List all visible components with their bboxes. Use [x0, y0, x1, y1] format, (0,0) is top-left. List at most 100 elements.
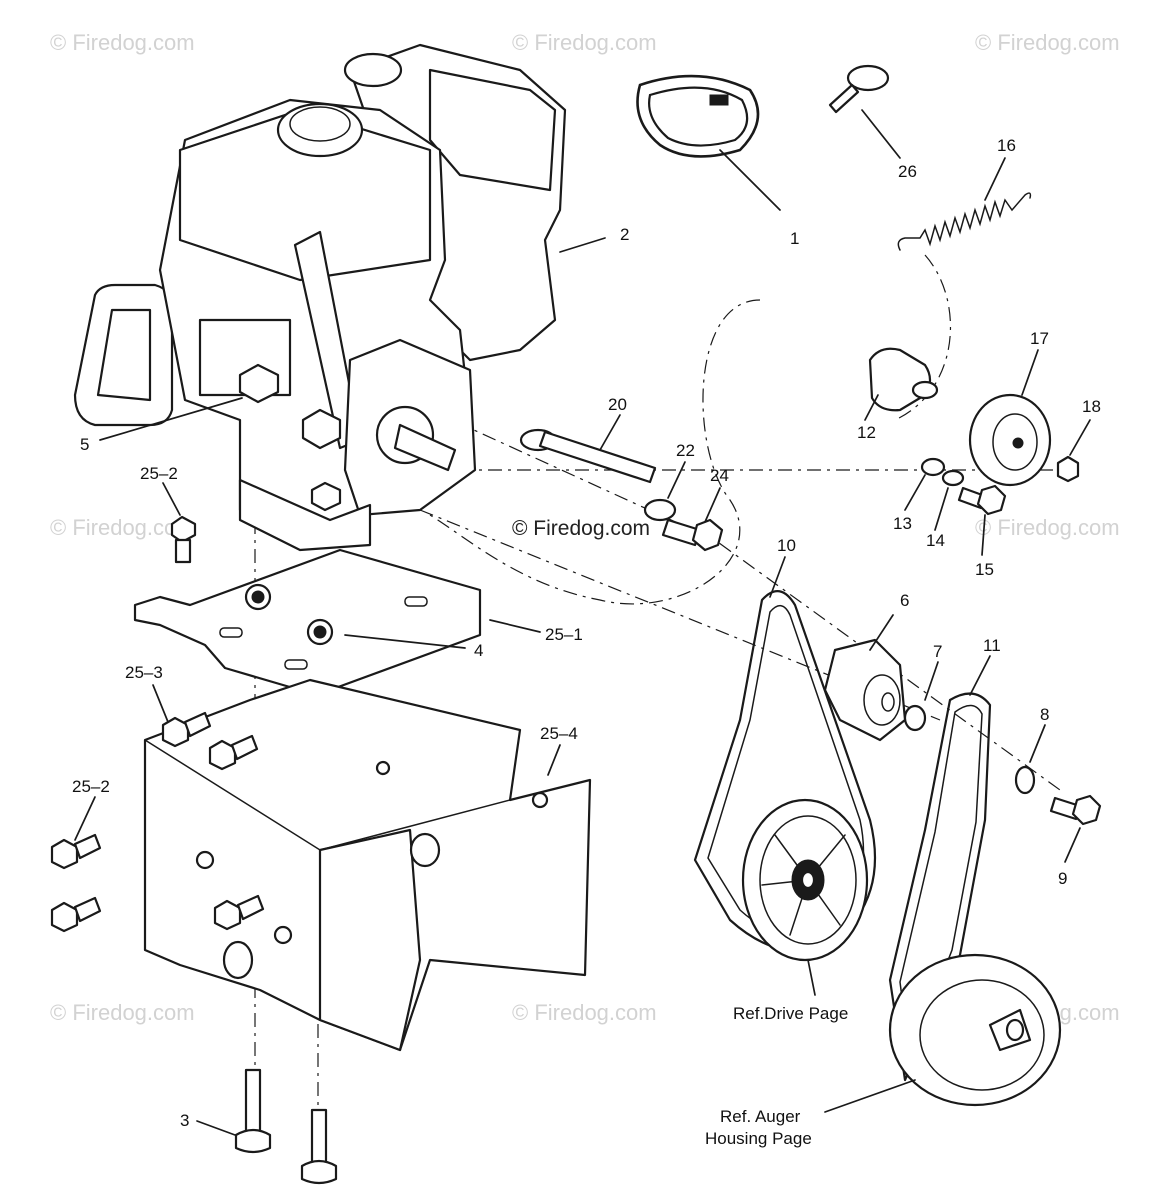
auger-pulley	[888, 953, 1062, 1107]
idler-pulley-17-groove	[992, 413, 1038, 471]
plate-slot-3	[404, 596, 428, 607]
leader-8	[1029, 724, 1046, 763]
idler-pulley-17	[968, 393, 1052, 487]
engine-nut-5	[238, 363, 280, 404]
leader-lines	[74, 109, 1091, 1136]
watermark-mid-right: © Firedog.com	[975, 515, 1120, 540]
leader-17	[1021, 349, 1039, 396]
callout-22: 22	[676, 441, 695, 460]
shaft-key-20	[538, 430, 657, 484]
leader-25-4	[547, 744, 561, 776]
engine-base	[238, 478, 372, 552]
spring-routing-line	[429, 299, 761, 605]
bolt-25-3-b	[208, 734, 259, 771]
extension-cord-1	[636, 74, 760, 158]
bolt-9	[1049, 794, 1102, 826]
bolt-25-2-left-b	[50, 896, 102, 933]
ref-auger-note-line1: Ref. Auger	[720, 1107, 801, 1126]
callout-labels: 1 2 3 4 5 6 7 8 9 10 11 12 13 14 15 16 1…	[72, 136, 1101, 1130]
callout-20: 20	[608, 395, 627, 414]
washer-8	[1014, 765, 1036, 795]
plate-slot-2	[284, 659, 308, 670]
frame-hole-small-2	[273, 925, 293, 945]
bolt-25-2-top	[170, 515, 197, 564]
leader-ref-auger	[824, 1079, 916, 1113]
callout-25-2-left: 25–2	[72, 777, 110, 796]
mount-plate-body	[133, 548, 482, 692]
leader-10	[769, 556, 786, 598]
drive-pulley-spokes	[761, 834, 846, 936]
idler-bracket-12	[868, 347, 932, 412]
ref-drive-page-note: Ref.Drive Page	[733, 1004, 848, 1023]
frame-hole-right	[409, 832, 441, 868]
engine-nut-center	[301, 408, 342, 450]
nut-18	[1056, 455, 1080, 483]
engine-mount-plate	[133, 548, 482, 692]
auger-pulley-bore	[1005, 1018, 1025, 1042]
callout-25-1: 25–1	[545, 625, 583, 644]
leader-25-3	[152, 684, 169, 723]
idler-pulley-17-hub	[1012, 437, 1024, 449]
bolts	[50, 484, 1102, 1185]
watermark-bottom-left: © Firedog.com	[50, 1000, 195, 1025]
callout-25-4: 25–4	[540, 724, 578, 743]
oil-fill-cap	[276, 102, 364, 158]
leader-11	[969, 655, 991, 696]
engine-nut-lower	[310, 481, 342, 512]
leader-26	[861, 109, 901, 159]
frame-bracket-side-panel	[318, 828, 422, 1052]
watermark-mid-left: © Firedog.com	[50, 515, 195, 540]
belt-axis-line	[429, 409, 1061, 791]
fuel-cap	[343, 52, 403, 88]
drive-pulley-bore	[800, 870, 816, 890]
leader-15	[981, 514, 986, 556]
leader-25-2-top	[162, 482, 181, 516]
leader-4	[344, 634, 466, 649]
watermark-top-right: © Firedog.com	[975, 30, 1120, 55]
leader-7	[924, 661, 939, 701]
crankshaft	[393, 423, 457, 472]
bolt-15	[957, 484, 1007, 516]
callout-25-2-top: 25–2	[140, 464, 178, 483]
callout-16: 16	[997, 136, 1016, 155]
idler-bracket-bushing	[911, 380, 939, 400]
callout-7: 7	[933, 642, 942, 661]
reference-notes: Ref.Drive Page Ref. Auger Housing Page	[705, 1004, 848, 1148]
frame-hole-large	[222, 940, 254, 980]
callout-1: 1	[790, 229, 799, 248]
drive-pulley-rim	[759, 815, 857, 945]
leader-20	[599, 414, 621, 451]
leader-ref-drive	[807, 959, 816, 996]
frame-hole-small-3	[531, 791, 549, 809]
lock-washer-14	[941, 469, 965, 487]
engine-assembly	[73, 43, 567, 552]
callout-26: 26	[898, 162, 917, 181]
oil-fill-cap-ring	[289, 106, 351, 142]
leader-9	[1064, 827, 1081, 863]
callout-8: 8	[1040, 705, 1049, 724]
callout-2: 2	[620, 225, 629, 244]
spacer-7	[903, 704, 927, 732]
callout-18: 18	[1082, 397, 1101, 416]
drive-belt-and-pulley	[693, 590, 877, 962]
callout-25-3: 25–3	[125, 663, 163, 682]
watermark-top-left: © Firedog.com	[50, 30, 195, 55]
leader-22	[667, 461, 686, 499]
washer-22	[643, 498, 677, 522]
leader-12	[864, 394, 879, 421]
bolt-25-3-a	[161, 711, 212, 748]
bolt-25-2-left-a	[50, 833, 102, 870]
frame-hole-small-1	[195, 850, 215, 870]
spring-hook-line	[894, 254, 952, 421]
carriage-bolt-3-right	[300, 1108, 338, 1185]
watermark-top-center: © Firedog.com	[512, 30, 657, 55]
callout-13: 13	[893, 514, 912, 533]
leader-1	[719, 149, 781, 211]
extension-spring-16	[897, 192, 1032, 251]
leader-25-1	[489, 619, 541, 633]
callout-5: 5	[80, 435, 89, 454]
callout-9: 9	[1058, 869, 1067, 888]
plate-slot-1	[219, 627, 243, 638]
